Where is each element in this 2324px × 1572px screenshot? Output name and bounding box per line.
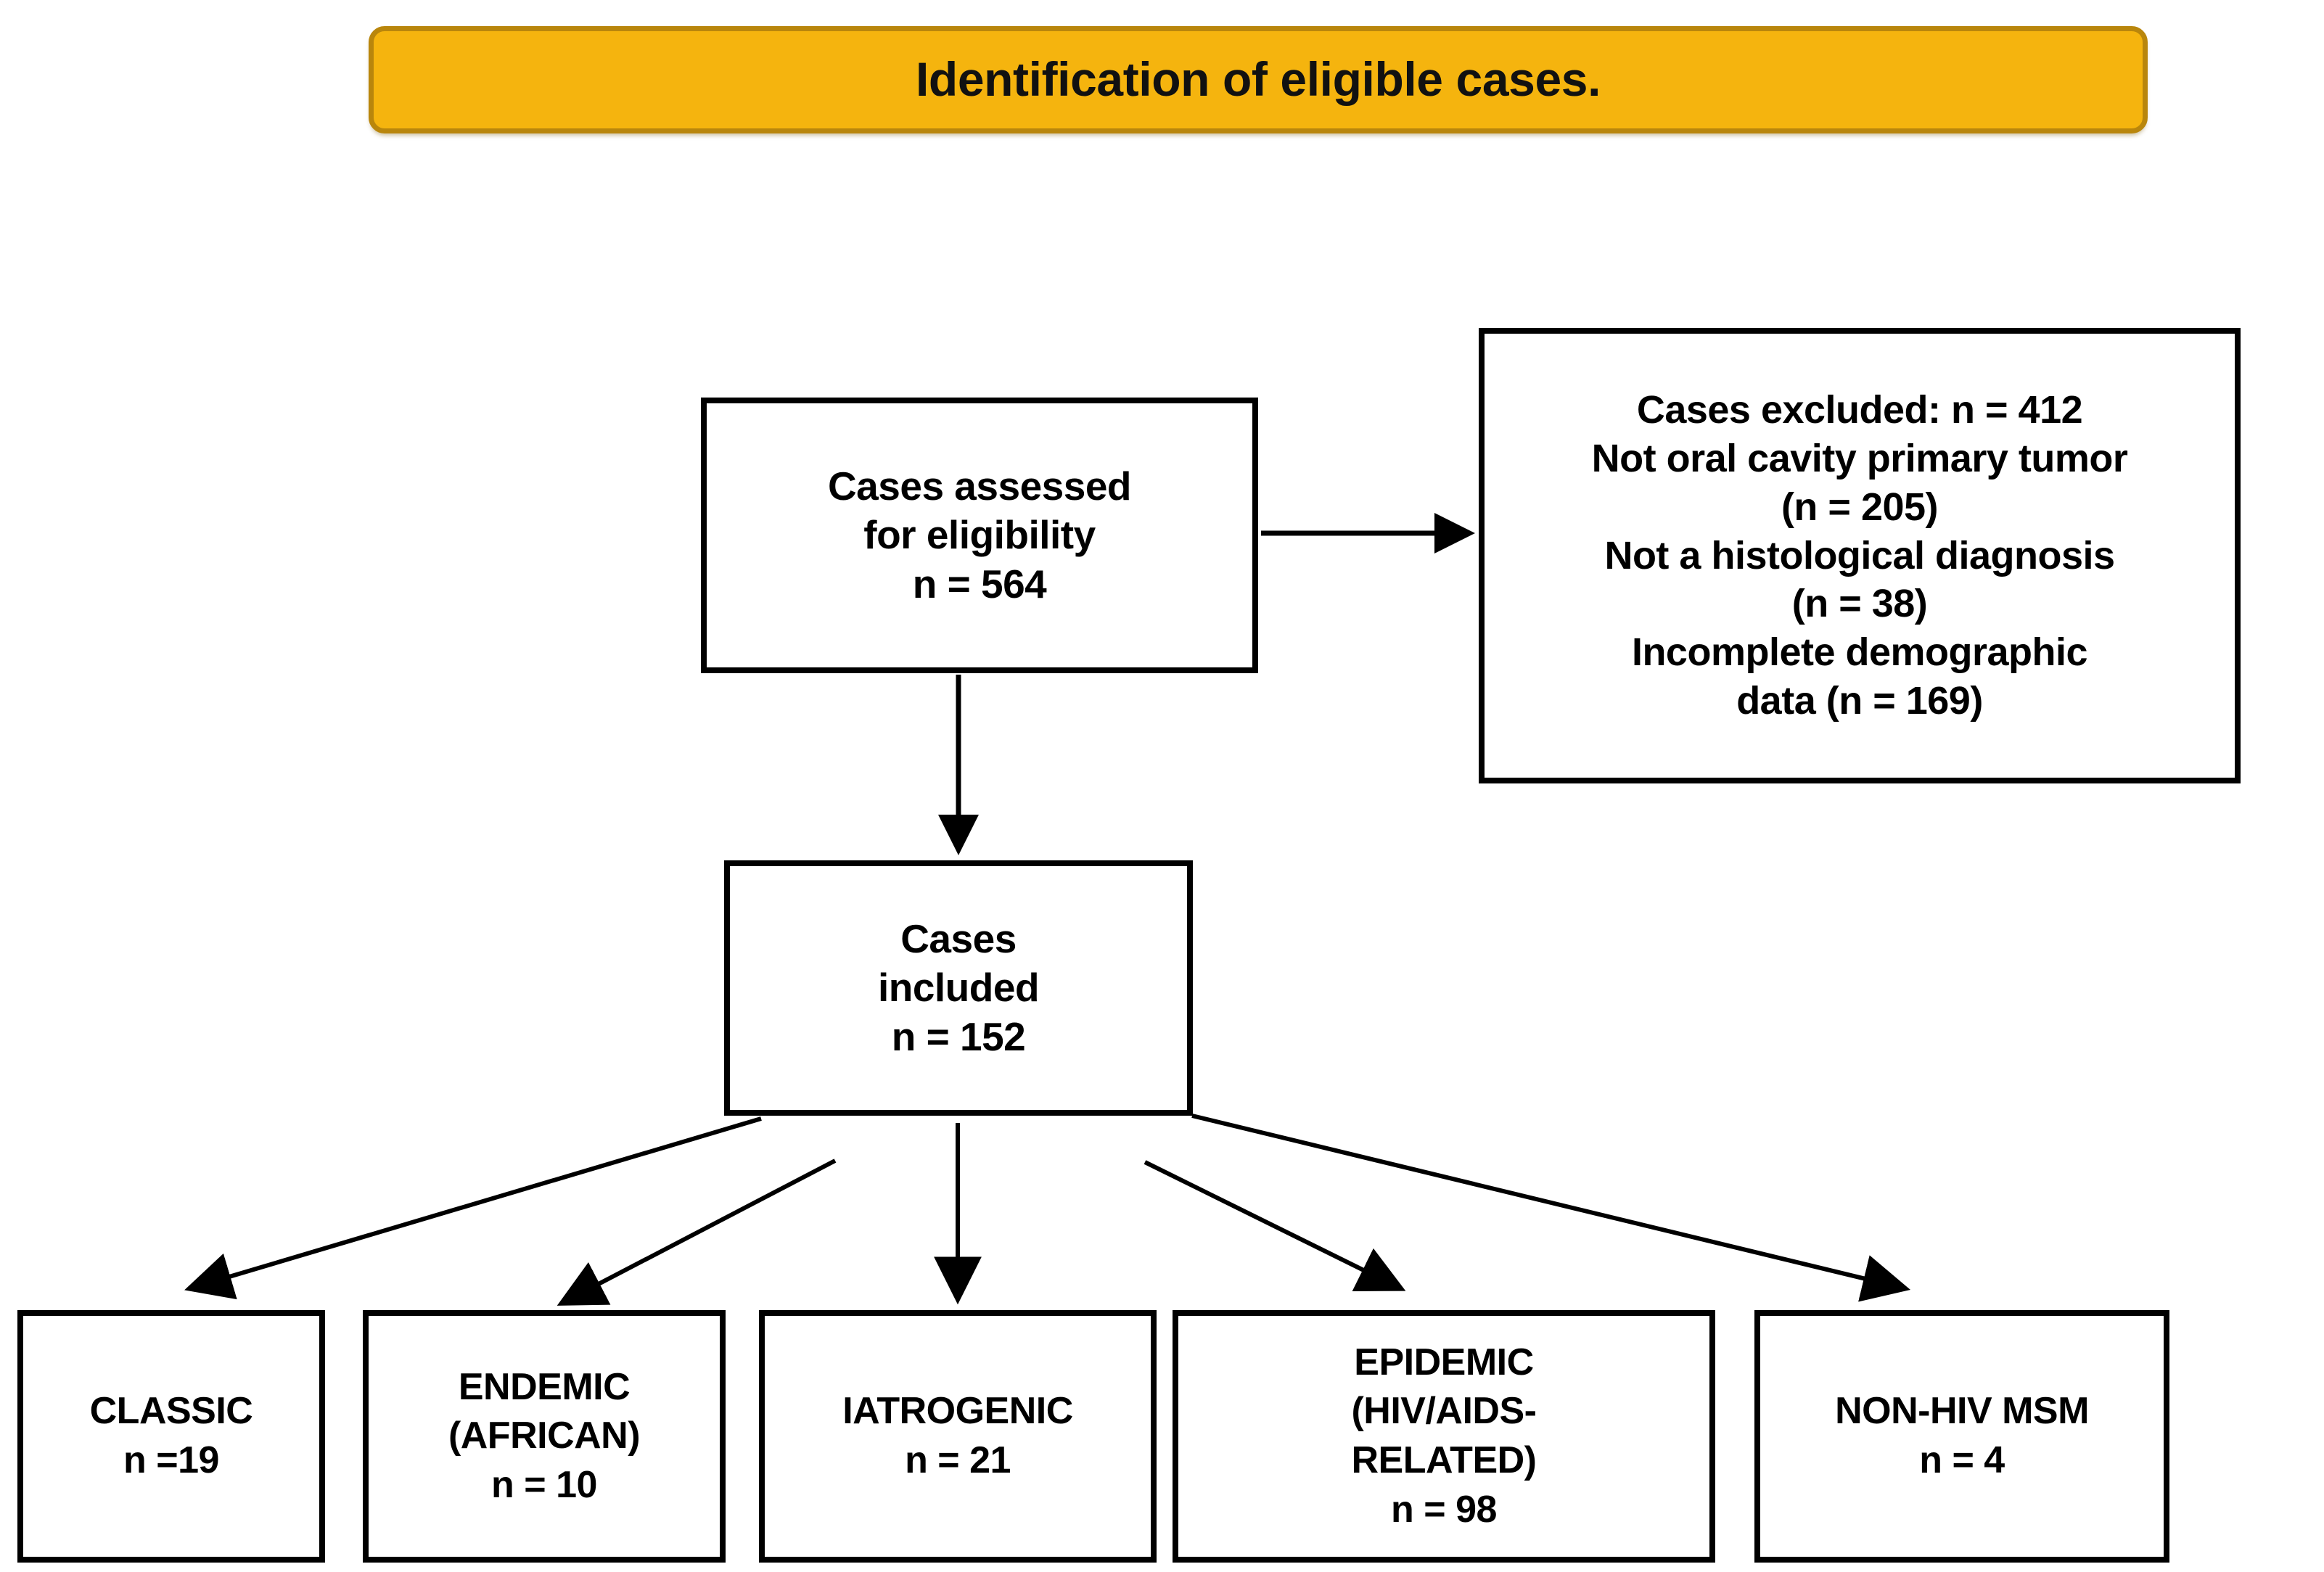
node-cases-excluded: Cases excluded: n = 412 Not oral cavity …	[1479, 328, 2241, 783]
node-subgroup-epidemic-label: EPIDEMIC (HIV/AIDS- RELATED) n = 98	[1351, 1341, 1537, 1531]
node-subgroup-nonhiv-msm: NON-HIV MSM n = 4	[1754, 1310, 2169, 1563]
node-cases-assessed: Cases assessed for eligibility n = 564	[701, 398, 1258, 673]
node-subgroup-nonhiv-msm-label: NON-HIV MSM n = 4	[1835, 1390, 2089, 1481]
edge-included-to-classic	[184, 1116, 762, 1300]
node-subgroup-classic-label: CLASSIC n =19	[89, 1390, 253, 1481]
edge-included-to-endemic	[557, 1159, 837, 1306]
node-subgroup-iatrogenic: IATROGENIC n = 21	[759, 1310, 1157, 1563]
node-cases-included: Cases included n = 152	[724, 860, 1193, 1116]
edge-included-to-nonhiv	[1191, 1114, 1911, 1302]
page-title: Identification of eligible cases.	[915, 52, 1601, 107]
node-subgroup-epidemic: EPIDEMIC (HIV/AIDS- RELATED) n = 98	[1173, 1310, 1715, 1563]
node-subgroup-endemic-label: ENDEMIC (AFRICAN) n = 10	[448, 1365, 641, 1506]
title-banner: Identification of eligible cases.	[369, 26, 2148, 133]
node-subgroup-iatrogenic-label: IATROGENIC n = 21	[842, 1390, 1073, 1481]
node-cases-assessed-label: Cases assessed for eligibility n = 564	[827, 464, 1132, 606]
node-cases-excluded-label: Cases excluded: n = 412 Not oral cavity …	[1591, 387, 2128, 723]
node-cases-included-label: Cases included n = 152	[877, 916, 1040, 1059]
node-subgroup-endemic: ENDEMIC (AFRICAN) n = 10	[363, 1310, 726, 1563]
edge-included-to-epidemic	[1143, 1160, 1406, 1291]
node-subgroup-classic: CLASSIC n =19	[17, 1310, 325, 1563]
